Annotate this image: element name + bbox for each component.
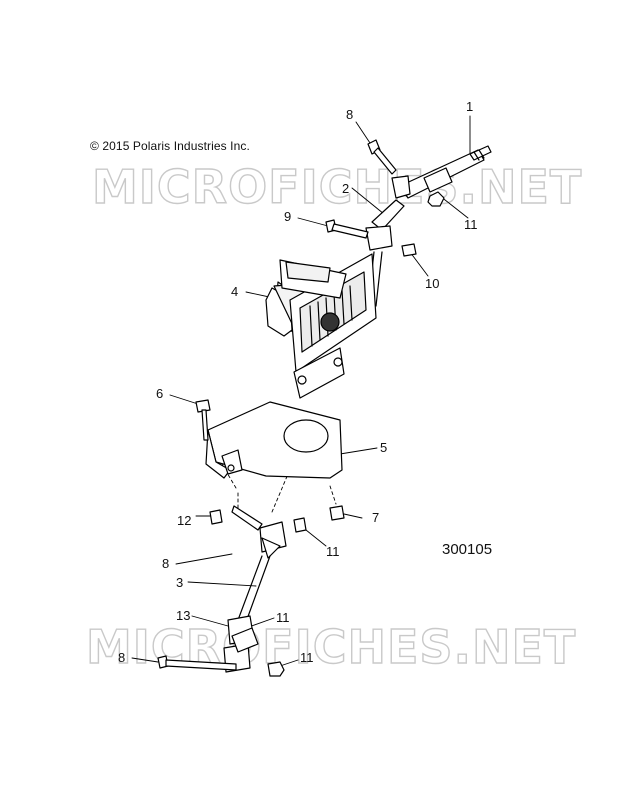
bolt-bottom bbox=[157, 655, 237, 671]
lower-steering-shaft bbox=[223, 505, 307, 673]
callout-8-bottom: 8 bbox=[118, 650, 126, 665]
callout-8-middle: 8 bbox=[162, 556, 170, 571]
callout-3: 3 bbox=[176, 575, 184, 590]
nut-12 bbox=[209, 509, 223, 525]
copyright-notice: © 2015 Polaris Industries Inc. bbox=[90, 139, 250, 153]
upper-steering-shaft bbox=[399, 145, 492, 199]
bolt-top bbox=[367, 139, 397, 175]
callout-8-top: 8 bbox=[346, 107, 354, 122]
nut-10 bbox=[401, 243, 417, 257]
callout-7: 7 bbox=[372, 510, 380, 525]
callout-5: 5 bbox=[380, 440, 388, 455]
nut-7 bbox=[329, 505, 345, 521]
callout-11-middle: 11 bbox=[326, 544, 340, 559]
nut-bottom bbox=[267, 661, 285, 677]
intermediate-shaft bbox=[365, 175, 411, 307]
callout-11-lower: 11 bbox=[276, 610, 290, 625]
figure-number: 300105 bbox=[442, 541, 493, 558]
callout-2: 2 bbox=[342, 181, 350, 196]
callout-10: 10 bbox=[425, 276, 440, 291]
callout-12: 12 bbox=[177, 513, 192, 528]
mounting-bracket bbox=[205, 401, 343, 479]
bolt-9 bbox=[325, 219, 369, 239]
bolt-6 bbox=[195, 399, 211, 441]
watermark-top: MICROFICHES.NET bbox=[91, 159, 583, 214]
callout-6: 6 bbox=[156, 386, 164, 401]
callout-4: 4 bbox=[231, 284, 239, 299]
callout-1: 1 bbox=[466, 99, 474, 114]
power-steering-unit bbox=[265, 253, 377, 399]
callout-9: 9 bbox=[284, 209, 292, 224]
callout-11-bottom: 11 bbox=[300, 650, 314, 665]
callout-13: 13 bbox=[176, 608, 191, 623]
callout-11-top: 11 bbox=[464, 217, 478, 232]
leader-lines bbox=[131, 115, 471, 667]
nut-top bbox=[427, 191, 445, 207]
